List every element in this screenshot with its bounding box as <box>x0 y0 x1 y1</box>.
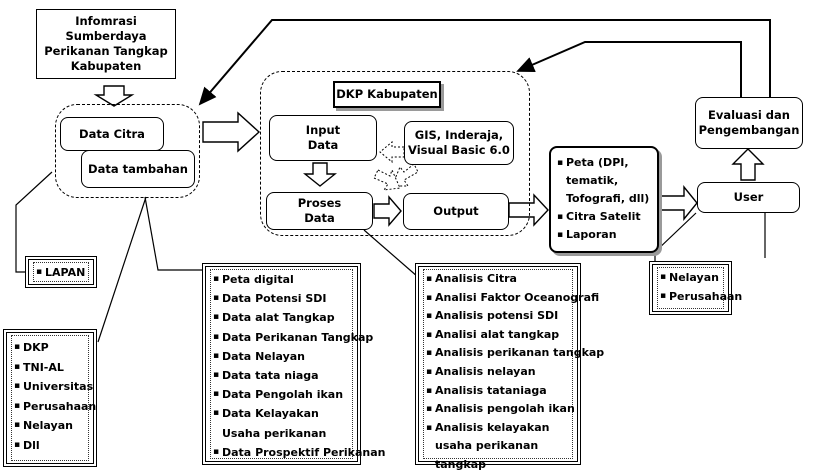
sumber-item: Dll <box>14 436 86 456</box>
group-to-input-arrow <box>202 111 261 153</box>
user-label: User <box>733 190 764 204</box>
peta-item: ▪Peta (DPI, tematik, Tofografi, dll) <box>557 156 650 205</box>
data-item: Data tata niaga <box>213 366 350 385</box>
analisis-item: Analisis perikanan tangkap <box>426 344 604 363</box>
info-source-box: Infomrasi Sumberdaya Perikanan Tangkap K… <box>36 9 176 79</box>
data-item: Data alat Tangkap <box>213 308 350 327</box>
analisis-item: Analisis tataniaga <box>426 382 570 401</box>
input-data-line: Data <box>307 138 339 152</box>
analisis-item: Analisis pengolah ikan <box>426 400 575 419</box>
info-down-arrow <box>93 85 135 107</box>
users-item: Perusahaan <box>660 287 742 306</box>
gis-tools-line: Visual Basic 6.0 <box>408 143 510 157</box>
users-list: Nelayan Perusahaan <box>652 264 742 312</box>
user-to-evaluasi-arrow <box>731 148 765 181</box>
data-item: Data Perikanan Tangkap <box>213 328 373 347</box>
sumber-item: Perusahaan <box>14 397 96 417</box>
dkp-kabupaten-box: DKP Kabupaten <box>333 81 441 108</box>
gis-tools-line: GIS, Inderaja, <box>414 128 504 142</box>
data-citra-label: Data Citra <box>79 126 145 141</box>
leader-sumber <box>97 196 147 343</box>
data-item: Data Nelayan <box>213 347 350 366</box>
analisis-list: Analisis Citra Analisi Faktor Oceanograf… <box>418 266 604 471</box>
data-items-list: Peta digital Data Potensi SDI Data alat … <box>205 266 386 462</box>
data-group <box>55 104 200 198</box>
data-tambahan-label: Data tambahan <box>88 161 188 176</box>
info-source-line: Kabupaten <box>70 59 142 73</box>
peta-to-user-arrow <box>658 185 698 221</box>
analisis-item: Analisi alat tangkap <box>426 326 570 345</box>
sumber-item: Nelayan <box>14 416 86 436</box>
users-item: Nelayan <box>660 268 721 287</box>
input-to-proses-arrow <box>303 162 337 187</box>
feedback-arrow-outer <box>198 19 771 106</box>
lapan-item: LAPAN <box>36 263 86 282</box>
gis-dotted-arrow-3 <box>373 168 401 191</box>
leader-data-items <box>144 196 205 271</box>
data-item: Data Potensi SDI <box>213 289 350 308</box>
leader-lapan <box>15 171 53 273</box>
peta-item: ▪Laporan <box>557 228 617 241</box>
sumber-list: DKP TNI-AL Universitas Perusahaan Nelaya… <box>6 332 96 464</box>
input-data-line: Input <box>305 123 341 137</box>
sumber-item: TNI-AL <box>14 358 86 378</box>
analisis-item: Analisis nelayan <box>426 363 570 382</box>
proses-data-line: Proses <box>297 196 342 210</box>
feedback-arrow-inner <box>516 41 742 97</box>
analisis-item: Analisis kelayakan usaha perikanan tangk… <box>426 419 575 475</box>
output-label: Output <box>433 204 479 218</box>
user-box: User <box>697 182 800 213</box>
leader-users <box>654 212 697 265</box>
leader-analisis <box>363 229 419 278</box>
dkp-group <box>260 71 530 236</box>
peta-item: ▪Citra Satelit <box>557 210 641 223</box>
gis-dotted-arrow-1 <box>379 140 405 164</box>
analisis-item: Analisi Faktor Oceanografi <box>426 289 599 308</box>
sumber-item: DKP <box>14 338 86 358</box>
output-box: Output <box>403 193 509 230</box>
analisis-item: Analisis Citra <box>426 270 570 289</box>
lapan-list: LAPAN <box>28 259 94 285</box>
peta-output-box: ▪Peta (DPI, tematik, Tofografi, dll) ▪Ci… <box>549 146 659 253</box>
analisis-item: Analisis potensi SDI <box>426 307 570 326</box>
data-item: Data Pengolah ikan <box>213 385 350 404</box>
proses-data-box: Proses Data <box>266 192 373 230</box>
gis-dotted-arrow-2 <box>391 163 419 187</box>
evaluasi-line: Evaluasi dan <box>708 108 790 122</box>
data-citra-box: Data Citra <box>60 117 164 151</box>
data-item: Data Prospektif Perikanan <box>213 443 386 462</box>
info-source-line: Infomrasi Sumberdaya <box>65 14 147 43</box>
gis-tools-box: GIS, Inderaja, Visual Basic 6.0 <box>404 121 514 165</box>
sumber-item: Universitas <box>14 377 93 397</box>
evaluasi-box: Evaluasi dan Pengembangan <box>695 97 803 149</box>
proses-to-output-arrow <box>373 195 402 227</box>
data-item: Data Kelayakan Usaha perikanan <box>213 404 342 442</box>
input-data-box: Input Data <box>269 115 377 161</box>
data-tambahan-box: Data tambahan <box>81 150 195 188</box>
data-item: Peta digital <box>213 270 350 289</box>
info-source-line: Perikanan Tangkap <box>44 44 168 58</box>
evaluasi-line: Pengembangan <box>698 123 800 137</box>
proses-data-line: Data <box>304 211 335 225</box>
dkp-kabupaten-label: DKP Kabupaten <box>336 87 438 101</box>
